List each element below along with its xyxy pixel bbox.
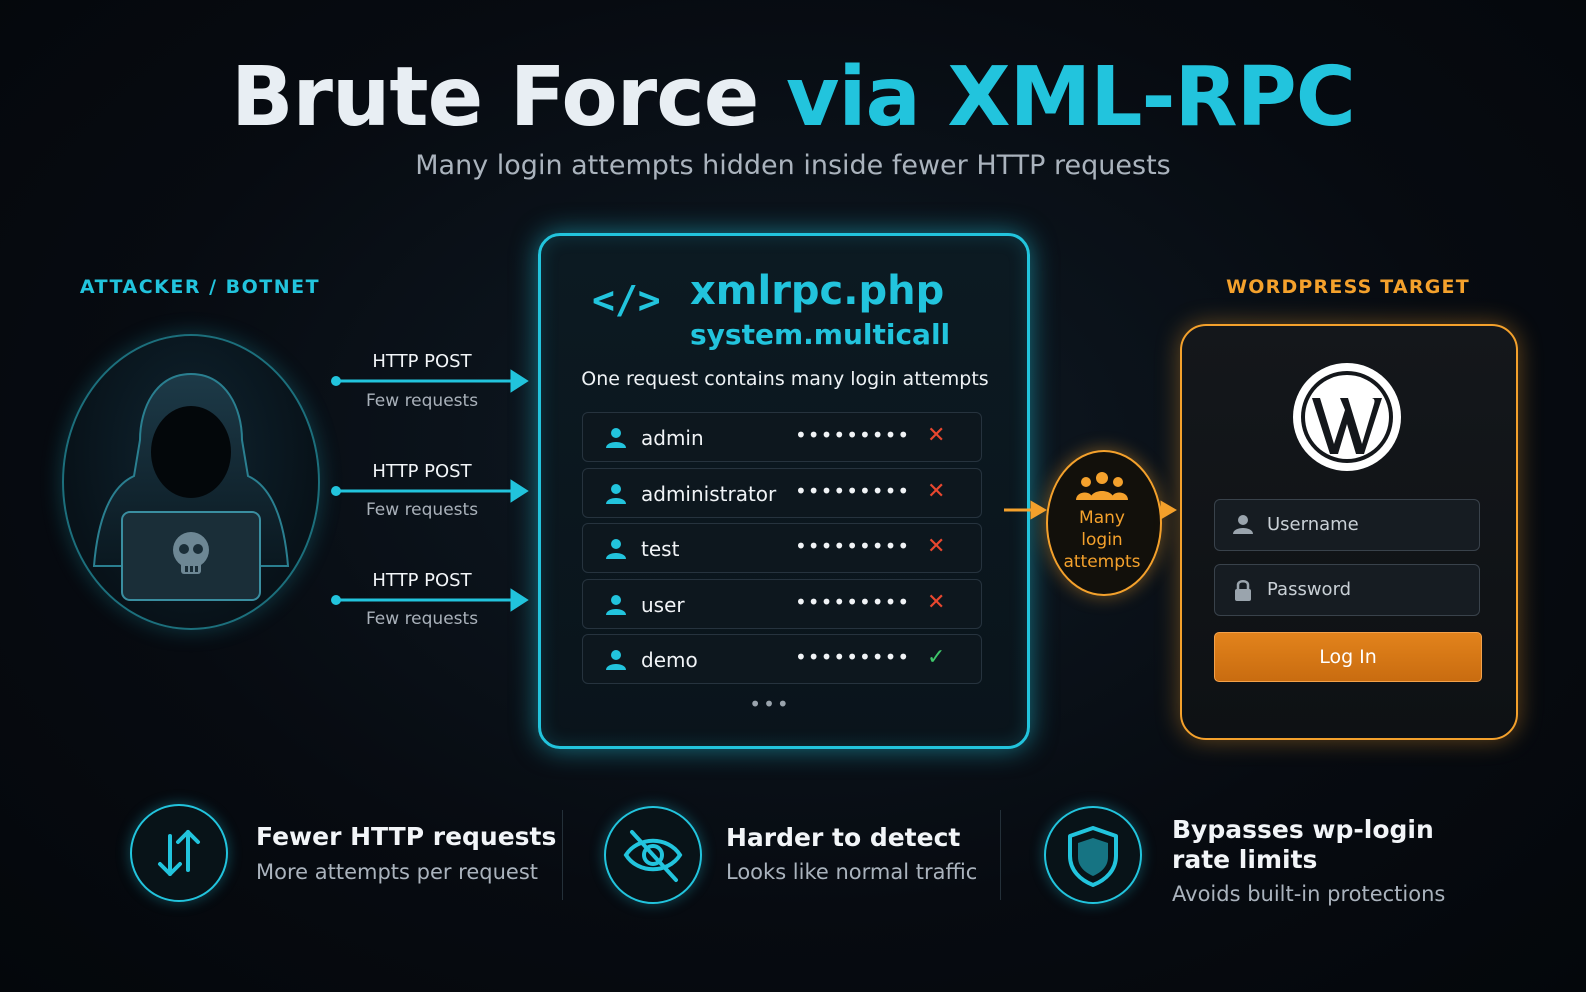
lock-icon bbox=[1235, 580, 1251, 601]
feature-title-2: Harder to detect bbox=[726, 823, 961, 852]
feature-icon-circle bbox=[130, 804, 228, 902]
wordpress-logo-icon bbox=[1293, 363, 1401, 471]
target-label: WORDPRESS TARGET bbox=[1226, 276, 1470, 298]
feature-desc-3: Avoids built-in protections bbox=[1172, 882, 1446, 906]
login-button[interactable]: Log In bbox=[1214, 632, 1482, 682]
attacker-avatar bbox=[62, 334, 320, 630]
page-title: Brute Force via XML-RPC bbox=[0, 50, 1586, 145]
request-label-3: HTTP POST bbox=[372, 570, 472, 591]
password-input[interactable]: Password bbox=[1214, 564, 1480, 616]
more-dots: ••• bbox=[749, 692, 791, 716]
request-sub-1: Few requests bbox=[365, 391, 479, 411]
shield-icon bbox=[1068, 826, 1118, 887]
attacker-label: ATTACKER / BOTNET bbox=[79, 276, 321, 298]
attempt-arrows bbox=[1004, 500, 1177, 520]
feature-desc-2: Looks like normal traffic bbox=[726, 860, 978, 884]
username-placeholder: Username bbox=[1267, 514, 1359, 535]
page-subtitle: Many login attempts hidden inside fewer … bbox=[415, 150, 1171, 181]
user-icon bbox=[606, 484, 626, 504]
divider bbox=[1000, 810, 1001, 900]
many-attempts-badge bbox=[1046, 450, 1162, 596]
user-icon bbox=[606, 428, 626, 448]
feature-title-1: Fewer HTTP requests bbox=[256, 822, 557, 851]
fail-x-icon: ✕ bbox=[927, 423, 946, 448]
many-attempts-line1: Many bbox=[1079, 508, 1125, 528]
attempt-username: test bbox=[641, 537, 680, 561]
xmlrpc-method: system.multicall bbox=[690, 318, 951, 351]
hooded-hacker-icon bbox=[92, 372, 290, 601]
password-placeholder: Password bbox=[1267, 579, 1352, 600]
divider bbox=[562, 810, 563, 900]
code-icon: </> bbox=[592, 278, 661, 322]
login-attempt-row: test ••••••••• ✕ bbox=[582, 523, 982, 573]
up-down-arrows-icon bbox=[158, 830, 200, 876]
request-sub-2: Few requests bbox=[365, 500, 479, 520]
request-arrows bbox=[331, 369, 529, 612]
attempt-password: ••••••••• bbox=[795, 423, 911, 447]
user-icon bbox=[1233, 515, 1253, 534]
xmlrpc-description: One request contains many login attempts bbox=[581, 368, 989, 390]
attempt-username: admin bbox=[641, 426, 704, 450]
attempt-username: user bbox=[641, 593, 685, 617]
attempt-username: demo bbox=[641, 648, 698, 672]
attempt-password: ••••••••• bbox=[795, 590, 911, 614]
user-icon bbox=[606, 539, 626, 559]
title-accent: via XML-RPC bbox=[785, 50, 1356, 145]
fail-x-icon: ✕ bbox=[927, 479, 946, 504]
login-attempt-row: user ••••••••• ✕ bbox=[582, 579, 982, 629]
attempt-username: administrator bbox=[641, 482, 777, 506]
request-label-2: HTTP POST bbox=[372, 461, 472, 482]
eye-slash-icon bbox=[623, 830, 683, 882]
feature-desc-1: More attempts per request bbox=[256, 860, 539, 884]
feature-title-3a: Bypasses wp-login bbox=[1172, 815, 1434, 844]
attempt-password: ••••••••• bbox=[795, 534, 911, 558]
fail-x-icon: ✕ bbox=[927, 534, 946, 559]
title-main: Brute Force bbox=[231, 50, 759, 145]
xmlrpc-filename: xmlrpc.php bbox=[690, 268, 945, 314]
attempt-password: ••••••••• bbox=[795, 645, 911, 669]
login-attempt-row: admin ••••••••• ✕ bbox=[582, 412, 982, 462]
feature-icon-circle bbox=[604, 806, 702, 904]
many-attempts-line3: attempts bbox=[1063, 552, 1141, 572]
user-icon bbox=[606, 650, 626, 670]
many-attempts-text: Many login attempts bbox=[1046, 507, 1158, 573]
login-attempt-row: demo ••••••••• ✓ bbox=[582, 634, 982, 684]
feature-title-3b: rate limits bbox=[1172, 845, 1318, 874]
request-sub-3: Few requests bbox=[365, 609, 479, 629]
login-attempt-row: administrator ••••••••• ✕ bbox=[582, 468, 982, 518]
feature-icon-circle bbox=[1044, 806, 1142, 904]
username-input[interactable]: Username bbox=[1214, 499, 1480, 551]
users-group-icon bbox=[1076, 472, 1128, 500]
request-label-1: HTTP POST bbox=[372, 351, 472, 372]
user-icon bbox=[606, 595, 626, 615]
attempt-password: ••••••••• bbox=[795, 479, 911, 503]
fail-x-icon: ✕ bbox=[927, 590, 946, 615]
many-attempts-line2: login bbox=[1081, 530, 1123, 550]
success-check-icon: ✓ bbox=[927, 645, 946, 670]
